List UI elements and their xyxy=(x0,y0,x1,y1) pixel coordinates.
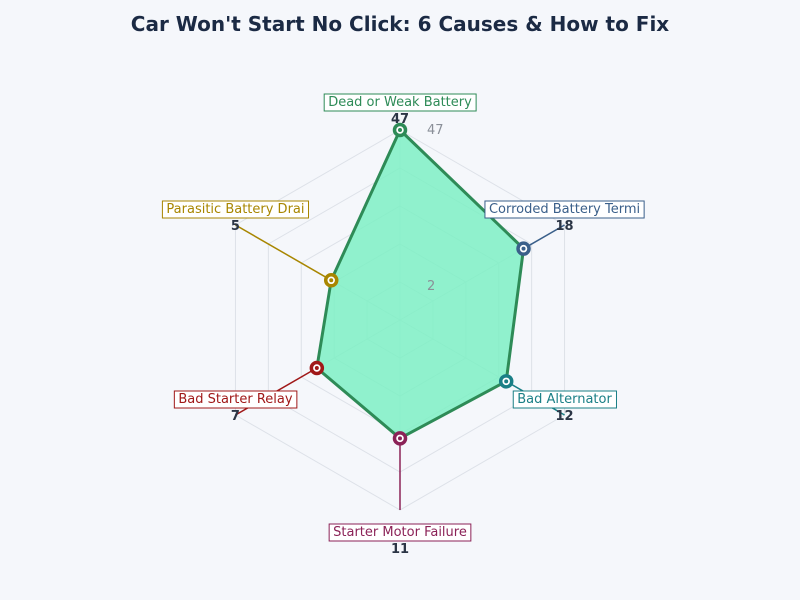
chart-title: Car Won't Start No Click: 6 Causes & How… xyxy=(130,12,670,36)
value-label-3: 12 xyxy=(555,409,573,424)
axis-label-2: Corroded Battery Termi xyxy=(489,202,640,217)
data-point-center-3 xyxy=(504,379,509,384)
value-label-2: 18 xyxy=(555,219,573,234)
axis-label-1: Dead or Weak Battery xyxy=(328,95,472,110)
value-label-4: 11 xyxy=(391,542,409,557)
leader-line-2 xyxy=(523,224,565,250)
radial-tick-label: 2 xyxy=(427,279,435,294)
data-point-center-4 xyxy=(398,436,402,441)
axis-label-4: Starter Motor Failure xyxy=(333,525,467,540)
leader-line-6 xyxy=(235,224,332,281)
axis-label-box-1 xyxy=(323,93,477,112)
value-label-5: 7 xyxy=(231,409,240,424)
value-label-6: 5 xyxy=(231,219,240,234)
data-point-center-5 xyxy=(314,366,319,371)
axis-label-6: Parasitic Battery Drai xyxy=(166,202,304,217)
axis-label-3: Bad Alternator xyxy=(517,392,612,407)
value-label-1: 47 xyxy=(391,112,409,127)
axis-label-5: Bad Starter Relay xyxy=(178,392,293,407)
data-point-center-2 xyxy=(521,246,526,251)
radial-tick-label: 47 xyxy=(427,123,444,138)
data-point-center-6 xyxy=(329,278,334,283)
axis-label-box-5 xyxy=(173,390,298,409)
axis-label-box-4 xyxy=(328,523,472,542)
axis-label-box-3 xyxy=(512,390,617,409)
axis-label-box-2 xyxy=(484,200,645,219)
axis-label-box-6 xyxy=(161,200,310,219)
data-area xyxy=(315,128,526,440)
data-point-center-1 xyxy=(398,128,402,132)
